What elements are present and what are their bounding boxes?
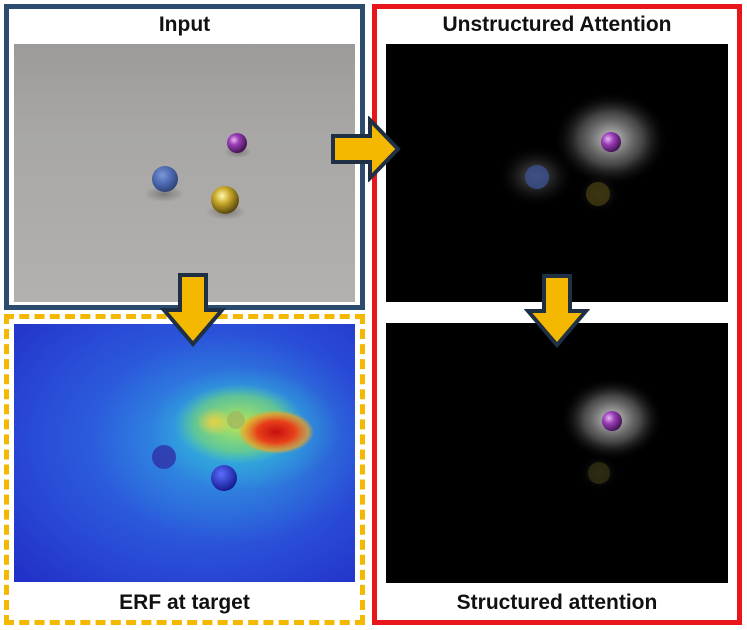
blue-ball [152, 166, 178, 192]
erf-purple-ball [227, 411, 245, 429]
structured-attention-title: Structured attention [456, 591, 658, 614]
erf-red-ball [152, 445, 176, 469]
structured-purple-ball [602, 411, 622, 431]
erf-title: ERF at target [119, 591, 250, 614]
structured-gold-ball [588, 462, 610, 484]
erf-heatmap-image [14, 324, 355, 582]
unstructured-blue-ball [525, 165, 549, 189]
arrow-down-icon [524, 274, 590, 349]
attention-panel-frame [372, 4, 742, 625]
unstructured-attention-title: Unstructured Attention [442, 13, 672, 36]
structured-attention-image [386, 323, 728, 583]
gold-ball [211, 186, 239, 214]
unstructured-purple-ball [601, 132, 621, 152]
purple-ball [227, 133, 247, 153]
unstructured-attention-image [386, 44, 728, 302]
input-title: Input [158, 13, 211, 36]
arrow-down-icon [160, 273, 226, 348]
input-image [14, 44, 355, 302]
unstructured-gold-ball [586, 182, 610, 206]
arrow-right-icon [331, 116, 401, 182]
erf-blue-ball [211, 465, 237, 491]
